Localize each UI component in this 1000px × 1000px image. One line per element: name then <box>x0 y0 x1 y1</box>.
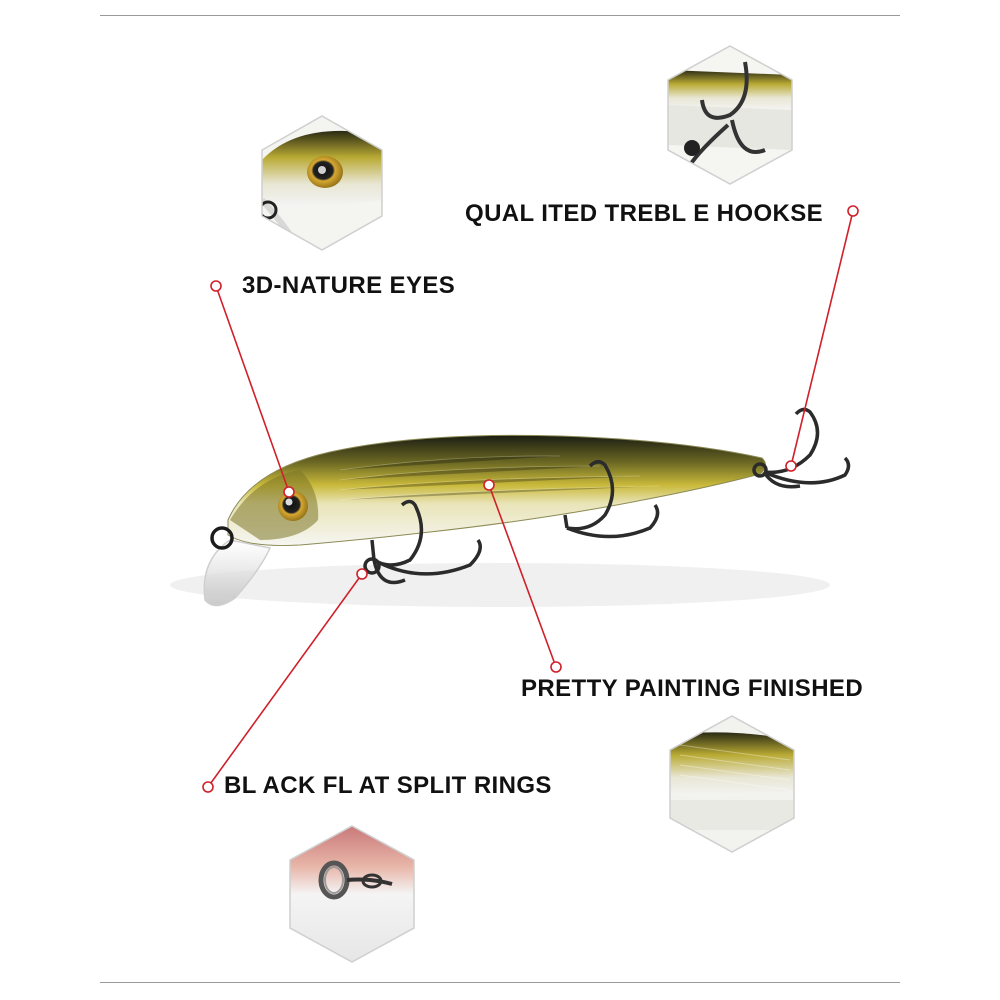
painting-detail-icon <box>669 715 795 853</box>
eyes-target-dot-icon <box>283 486 295 498</box>
lure-shadow <box>170 563 830 607</box>
leader-lines <box>207 210 854 788</box>
lure-body <box>227 434 766 547</box>
hook-detail-icon <box>667 45 793 185</box>
fishing-lure <box>203 407 851 607</box>
hooks-callout-label: QUAL ITED TREBL E HOOKSE <box>465 200 824 227</box>
eye-detail-icon <box>261 115 383 251</box>
eyes-callout-label: 3D-NATURE EYES <box>242 272 456 299</box>
split-ring-detail-icon <box>289 825 415 963</box>
top-divider <box>100 15 900 16</box>
painting-callout-label: PRETTY PAINTING FINISHED <box>521 675 864 702</box>
hooks-target-dot-icon <box>785 460 797 472</box>
front-treble-hook <box>363 499 482 585</box>
middle-treble-hook <box>563 460 660 539</box>
hooks-callout-dot-icon <box>847 205 859 217</box>
lure-lip <box>203 539 272 607</box>
rings-callout-label: BL ACK FL AT SPLIT RINGS <box>224 772 552 799</box>
rings-callout-dot-icon <box>202 781 214 793</box>
eyes-callout-dot-icon <box>210 280 222 292</box>
painting-callout-dot-icon <box>550 661 562 673</box>
bottom-divider <box>100 982 900 983</box>
nose-split-ring <box>210 526 234 550</box>
lure-eye <box>278 491 308 521</box>
painting-target-dot-icon <box>483 479 495 491</box>
rings-target-dot-icon <box>356 568 368 580</box>
